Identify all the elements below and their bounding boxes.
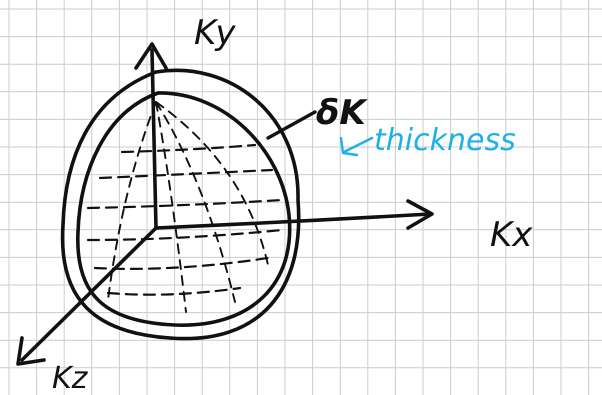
delta-k-label: δK: [316, 93, 368, 133]
kx-axis-label: Kx: [490, 215, 533, 255]
ky-axis-label: Ky: [194, 13, 236, 53]
kz-axis-label: Kz: [52, 361, 89, 395]
thickness-label: thickness: [374, 123, 516, 158]
kz-axis: [18, 228, 156, 364]
inner-sphere-latitude-lines: [88, 145, 282, 295]
delta-k-pointer: [268, 112, 315, 138]
